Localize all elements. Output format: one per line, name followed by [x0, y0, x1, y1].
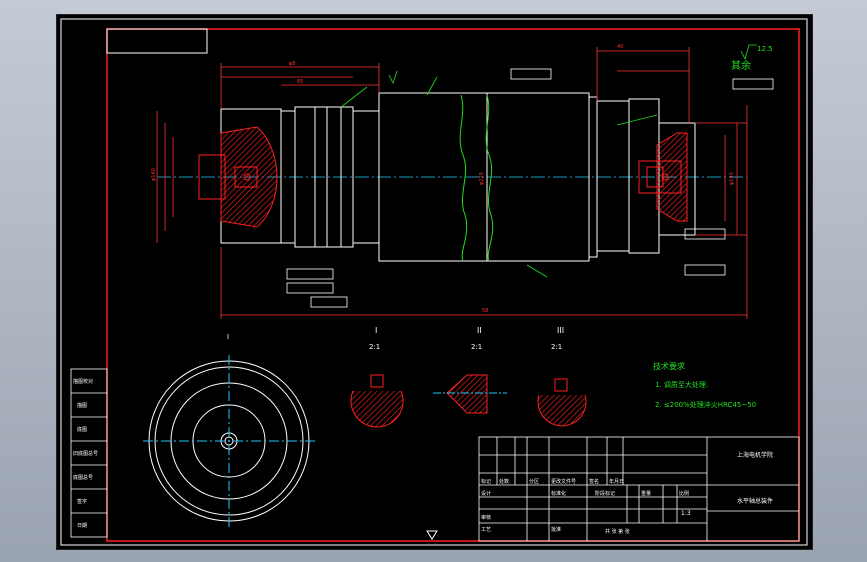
right-cutaway — [638, 132, 688, 222]
company-name: 上海电机学院 — [737, 451, 773, 459]
svg-text:φ140: φ140 — [729, 172, 735, 185]
left-sidebar-labels: 描图校对 描图 底图 旧底图总号 底图总号 签字 日期 — [73, 378, 98, 529]
detail-2-scale: 2:1 — [471, 343, 482, 351]
border-frame — [106, 28, 800, 542]
review-label: 审核 — [481, 514, 491, 521]
svg-text:签名: 签名 — [589, 478, 599, 485]
part-name: 水平轴总装件 — [737, 497, 773, 505]
detail-2-label: II — [477, 326, 482, 335]
detail-1-scale: 2:1 — [369, 343, 380, 351]
svg-text:年月日: 年月日 — [609, 478, 624, 485]
surface-finish-value: 12.5 — [757, 45, 773, 53]
left-cutaway — [198, 126, 278, 228]
svg-text:旧底图总号: 旧底图总号 — [73, 450, 98, 457]
svg-text:日期: 日期 — [77, 523, 87, 529]
weight-label: 重量 — [641, 490, 651, 497]
svg-text:描图: 描图 — [77, 402, 87, 409]
end-view — [143, 355, 315, 527]
code-box — [106, 28, 208, 54]
dimension-texts: φ8 65 40 58 φ140 φ220 φ140 — [151, 44, 735, 314]
svg-text:40: 40 — [617, 44, 623, 50]
stage-mark: 阶段标记 — [595, 490, 615, 497]
detail-view-1: I 2:1 — [350, 326, 404, 428]
detail-view-3: III 2:1 — [537, 326, 587, 427]
title-block — [478, 436, 800, 542]
process-label: 工艺 — [481, 527, 491, 533]
tech-req-line1: 1. 调质至大处理. — [655, 380, 708, 389]
svg-text:65: 65 — [297, 79, 303, 85]
standardize-label: 标准化 — [551, 490, 566, 497]
approve-label: 批准 — [551, 526, 561, 533]
tech-req-title: 技术要求 — [653, 361, 685, 371]
tech-requirements: 技术要求 1. 调质至大处理. 2. ≤200%处理淬火HRC45~50 — [653, 361, 756, 409]
cad-drawing: φ8 65 40 58 φ140 φ220 φ140 其余 12.5 — [60, 18, 808, 546]
svg-text:φ220: φ220 — [479, 172, 485, 185]
shaft-outline — [220, 92, 696, 262]
break-lines — [459, 94, 494, 262]
svg-text:58: 58 — [482, 308, 488, 314]
surface-finish-other: 其余 — [731, 59, 751, 72]
outer-frame — [60, 18, 808, 546]
svg-text:分区: 分区 — [529, 478, 539, 485]
detail-3-scale: 2:1 — [551, 343, 562, 351]
scale-label: 比例 — [679, 490, 689, 497]
scale-value: 1:3 — [681, 510, 691, 517]
dimension-lines — [156, 47, 748, 319]
designer-label: 设计 — [481, 490, 491, 497]
tech-req-line2: 2. ≤200%处理淬火HRC45~50 — [655, 400, 756, 409]
svg-text:更改文件号: 更改文件号 — [551, 478, 576, 485]
detail-view-2: II 2:1 — [433, 326, 507, 414]
end-view-mark: I — [227, 333, 229, 341]
title-block-texts: 上海电机学院 水平轴总装件 阶段标记 重量 比例 1:3 共 张 第 张 标记 … — [481, 451, 773, 535]
svg-text:签字: 签字 — [77, 498, 87, 505]
svg-text:φ8: φ8 — [289, 61, 295, 67]
left-sidebar-table — [70, 368, 108, 538]
svg-text:描图校对: 描图校对 — [73, 378, 93, 385]
surface-finish: 其余 12.5 — [731, 45, 773, 72]
projection-marker — [426, 530, 438, 540]
detail-1-label: I — [375, 326, 377, 335]
detail-3-label: III — [557, 326, 564, 335]
green-annotations — [340, 44, 757, 278]
sheets-count: 共 张 第 张 — [605, 528, 630, 535]
svg-text:处数: 处数 — [499, 478, 509, 485]
svg-text:底图: 底图 — [77, 426, 87, 433]
svg-text:底图总号: 底图总号 — [73, 474, 93, 481]
svg-text:φ140: φ140 — [151, 168, 157, 181]
cad-viewport[interactable]: φ8 65 40 58 φ140 φ220 φ140 其余 12.5 — [56, 14, 813, 550]
tolerance-frames — [286, 68, 774, 308]
svg-text:标记: 标记 — [481, 478, 491, 485]
